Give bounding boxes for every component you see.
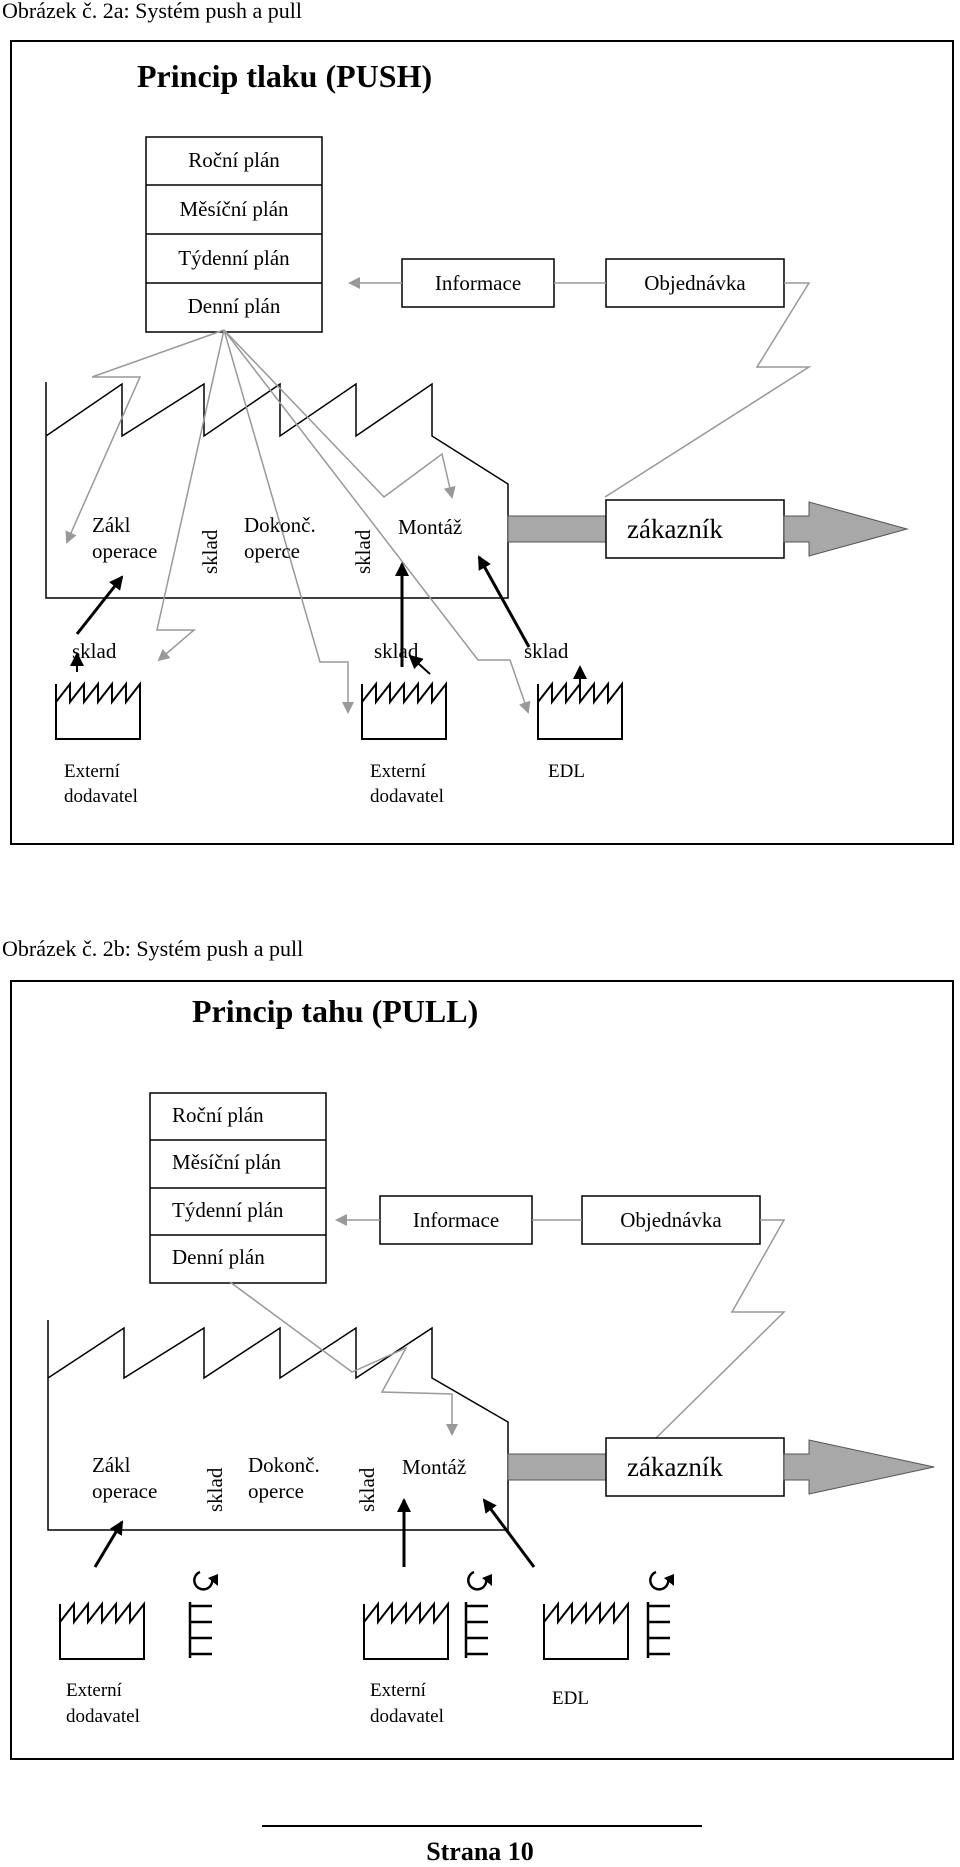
flow-arrow-right — [783, 501, 909, 557]
pull-title: Princip tahu (PULL) — [192, 993, 478, 1029]
edl-label: EDL — [552, 1688, 589, 1709]
plan-denni: Denní plán — [188, 294, 281, 318]
zakl-label-2: operace — [92, 1479, 157, 1503]
daily-plan-to-montaz-arrow — [229, 1281, 458, 1436]
figure-a-caption: Obrázek č. 2a: Systém push a pull — [2, 0, 302, 23]
sklad-label-3: sklad — [524, 639, 569, 663]
informace-label: Informace — [413, 1208, 499, 1232]
kanban-icon-3 — [646, 1570, 674, 1658]
supplier-1-label-1: Externí — [66, 1680, 123, 1701]
plan-stack — [145, 136, 323, 333]
supplier-1-label-2: dodavatel — [64, 786, 138, 807]
informace-label: Informace — [435, 271, 521, 295]
order-zigzag — [651, 1219, 786, 1443]
dokonc-label-2: operce — [248, 1479, 304, 1503]
kanban-icon-1 — [188, 1570, 218, 1658]
supplier-factory-icon-2 — [363, 1601, 449, 1660]
pull-diagram: Princip tahu (PULL) Roční plán Měsíční p… — [10, 980, 954, 1760]
flow-bar-left — [507, 515, 607, 543]
zakaznik-label: zákazník — [627, 1452, 723, 1482]
supplier-1-label-2: dodavatel — [66, 1706, 140, 1727]
supplier-factory-icon-1 — [55, 681, 141, 740]
footer-divider — [262, 1825, 702, 1827]
sklad-vertical-2: sklad — [351, 529, 375, 574]
plan-mesicni: Měsíční plán — [172, 1150, 282, 1174]
plan-stack — [149, 1092, 327, 1284]
sklad-vertical-2: sklad — [355, 1467, 379, 1512]
push-title: Princip tlaku (PUSH) — [137, 58, 432, 94]
zakaznik-label: zákazník — [627, 514, 723, 544]
factory-outline — [45, 382, 509, 599]
page-number: Strana 10 — [426, 1837, 534, 1866]
factory-outline — [47, 1320, 509, 1531]
supplier-1-label-1: Externí — [64, 761, 121, 782]
zakaznik-box — [605, 1437, 785, 1497]
kanban-icon-2 — [464, 1570, 492, 1658]
supply-arrows — [93, 1498, 536, 1568]
zakl-label-2: operace — [92, 539, 157, 563]
zakl-label-1: Zákl — [92, 1453, 131, 1477]
edl-label: EDL — [548, 761, 585, 782]
flow-bar-left — [507, 1453, 607, 1481]
sklad-label-2: sklad — [374, 639, 419, 663]
dokonc-label-2: operce — [244, 539, 300, 563]
plan-tydenni: Týdenní plán — [178, 246, 290, 270]
figure-b-caption: Obrázek č. 2b: Systém push a pull — [2, 936, 304, 961]
supplier-2-label-1: Externí — [370, 761, 427, 782]
edl-factory-icon — [543, 1601, 629, 1660]
supplier-2-label-2: dodavatel — [370, 786, 444, 807]
sklad-vertical-1: sklad — [198, 529, 222, 574]
supplier-2-label-1: Externí — [370, 1680, 427, 1701]
supplier-factory-icon-1 — [59, 1601, 145, 1660]
plan-rocni: Roční plán — [172, 1103, 264, 1127]
push-signal-arrows — [65, 329, 531, 714]
dokonc-label-1: Dokonč. — [248, 1453, 320, 1477]
push-diagram: Princip tlaku (PUSH) Roční plán Měsíční … — [10, 40, 954, 845]
flow-arrow-right — [783, 1439, 935, 1495]
sklad-label-1: sklad — [72, 639, 117, 663]
objednavka-label: Objednávka — [620, 1208, 722, 1232]
order-zigzag — [604, 282, 812, 498]
plan-rocni: Roční plán — [188, 148, 280, 172]
plan-mesicni: Měsíční plán — [179, 197, 289, 221]
plan-tydenni: Týdenní plán — [172, 1198, 284, 1222]
objednavka-label: Objednávka — [644, 271, 746, 295]
supplier-2-label-2: dodavatel — [370, 1706, 444, 1727]
zakl-label-1: Zákl — [92, 513, 131, 537]
supplier-factory-icon-2 — [361, 681, 447, 740]
dokonc-label-1: Dokonč. — [244, 513, 316, 537]
plan-denni: Denní plán — [172, 1245, 265, 1269]
montaz-label: Montáž — [398, 515, 462, 539]
supply-arrows — [75, 555, 531, 667]
edl-factory-icon — [537, 681, 623, 740]
montaz-label: Montáž — [402, 1455, 466, 1479]
sklad-vertical-1: sklad — [203, 1467, 227, 1512]
